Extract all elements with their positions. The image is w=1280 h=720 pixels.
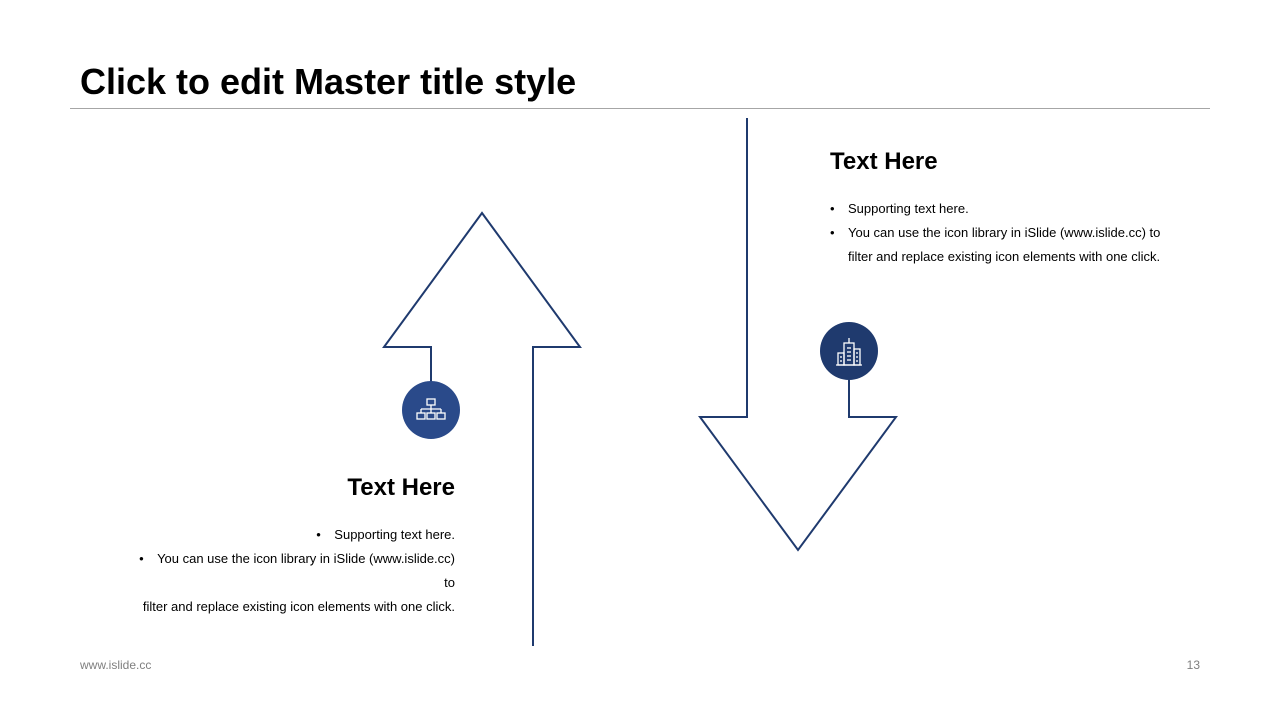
right-bullet-2-line-1: You can use the icon library in iSlide (… (848, 225, 1161, 240)
left-icon-badge[interactable] (402, 381, 460, 439)
right-bullet-2-line-2: filter and replace existing icon element… (848, 249, 1161, 264)
left-bullet-1-text: Supporting text here. (334, 527, 455, 542)
left-block-heading[interactable]: Text Here (347, 474, 455, 501)
right-block-heading[interactable]: Text Here (830, 148, 938, 175)
bullet-dot: • (830, 201, 835, 216)
left-bullet-list: • Supporting text here. • You can use the … (95, 523, 455, 619)
bullet-dot: • (316, 527, 321, 542)
footer-url: www.islide.cc (80, 658, 152, 672)
right-bullet-list: • Supporting text here. • You can use the … (830, 197, 1190, 269)
right-text-block: Text Here • Supporting text here. • You ca… (830, 147, 1190, 269)
left-text-block: Text Here • Supporting text here. • You ca… (95, 473, 455, 619)
right-bullet-item[interactable]: • Supporting text here. (830, 197, 1190, 221)
down-arrow[interactable] (698, 118, 898, 552)
left-bullet-item[interactable]: • You can use the icon library in iSlide … (95, 547, 455, 619)
title-divider (70, 108, 1210, 109)
page-number: 13 (1186, 658, 1200, 672)
org-chart-icon (416, 398, 446, 420)
bullet-dot: • (139, 551, 144, 566)
buildings-icon (836, 338, 862, 366)
right-bullet-1-text: Supporting text here. (848, 201, 969, 216)
right-icon-badge[interactable] (820, 322, 878, 380)
bullet-dot: • (830, 225, 835, 240)
left-bullet-2-line-1: You can use the icon library in iSlide (… (157, 551, 455, 590)
right-bullet-item[interactable]: • You can use the icon library in iSlide … (830, 221, 1190, 269)
left-bullet-item[interactable]: • Supporting text here. (95, 523, 455, 547)
left-bullet-2-line-2: filter and replace existing icon element… (142, 599, 455, 614)
slide-title[interactable]: Click to edit Master title style (80, 61, 577, 102)
up-arrow[interactable] (382, 211, 582, 646)
